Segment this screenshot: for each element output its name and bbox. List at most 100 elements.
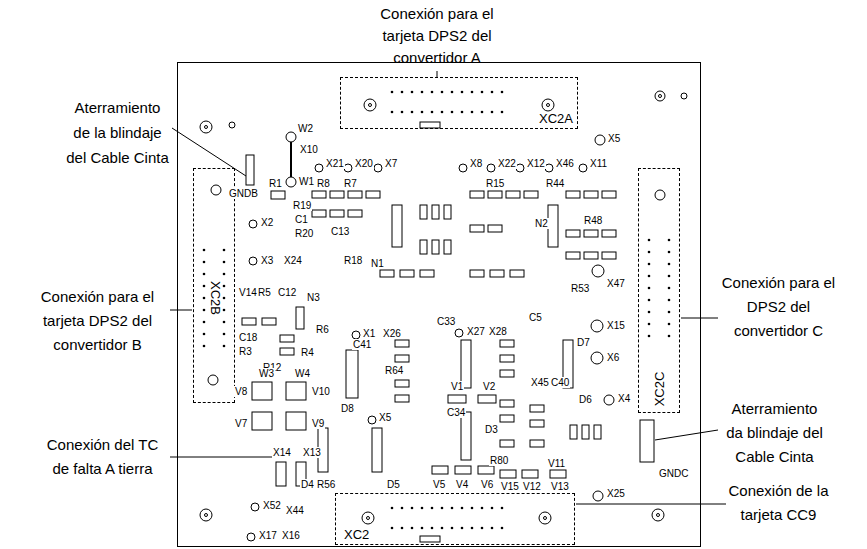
- test-points: [247, 132, 614, 541]
- component-label: X3: [260, 255, 274, 266]
- component-label: C34: [446, 407, 466, 418]
- component-label: D5: [386, 479, 401, 490]
- component-label: X45: [530, 377, 550, 388]
- component-label: W4: [294, 368, 311, 379]
- component-label: X15: [606, 320, 626, 331]
- component-label: V4: [455, 479, 469, 490]
- component-label: X5: [607, 133, 621, 144]
- callout-text: Aterramiento da blindaje del Cable Cinta: [722, 397, 827, 469]
- component-label: X8: [469, 158, 483, 169]
- component-label: R4: [300, 347, 315, 358]
- component-label: R18: [343, 255, 363, 266]
- component-label: V11: [547, 458, 566, 469]
- gndb-connector: [246, 155, 254, 185]
- component-label: W2: [297, 123, 314, 134]
- connector-pins: [203, 91, 671, 530]
- mounting-holes: [200, 91, 687, 524]
- component-label: R53: [570, 283, 590, 294]
- connector-outline: XC2A: [340, 77, 578, 129]
- connector-outline: XC2: [335, 493, 575, 545]
- component-label: V6: [480, 479, 494, 490]
- callout-text: Conexión de la tarjeta CC9: [716, 479, 841, 527]
- component-label: R20: [294, 228, 314, 239]
- component-label: W3: [258, 368, 275, 379]
- component-label: GNDB: [228, 188, 259, 199]
- component-label: V5: [432, 479, 446, 490]
- component-label: X13: [302, 447, 322, 458]
- component-label: R1: [268, 178, 283, 189]
- transistor-symbols: [252, 382, 654, 486]
- component-label: C5: [528, 312, 543, 323]
- component-label: R6: [315, 324, 330, 335]
- component-label: X1: [362, 328, 376, 339]
- component-label: V9: [311, 418, 325, 429]
- component-label: C18: [238, 332, 258, 343]
- component-label: X24: [283, 255, 303, 266]
- component-label: X47: [606, 278, 626, 289]
- connector-outline: XC2B: [193, 168, 235, 403]
- component-label: X5: [378, 412, 392, 423]
- ground-wire: [290, 142, 292, 177]
- component-label: D4: [300, 479, 315, 490]
- connector-name: XC2B: [208, 281, 222, 315]
- component-label: X25: [606, 488, 626, 499]
- component-label: C40: [550, 377, 570, 388]
- component-label: V10: [311, 386, 331, 397]
- callout-text: Aterramiento de la blindaje del Cable Ci…: [65, 95, 170, 170]
- callout-text: Conexión para el DPS2 del convertidor C: [711, 271, 846, 343]
- component-label: N3: [306, 292, 321, 303]
- component-label: C1: [294, 214, 309, 225]
- connector-name: XC2A: [539, 112, 573, 126]
- component-label: X14: [272, 447, 292, 458]
- component-label: C13: [330, 226, 350, 237]
- component-label: V7: [234, 418, 248, 429]
- component-label: C33: [436, 316, 456, 327]
- callout-text: Conexión del TC de falta A tierra: [40, 433, 165, 481]
- board-outline: [178, 63, 701, 547]
- component-label: X52: [262, 500, 282, 511]
- component-label: W1: [298, 176, 315, 187]
- component-label: X2: [260, 217, 274, 228]
- component-label: X27: [466, 326, 486, 337]
- component-label: D7: [576, 337, 591, 348]
- component-label: X22: [497, 158, 517, 169]
- component-label: V13: [550, 481, 570, 492]
- component-label: V1: [450, 381, 464, 392]
- callout-text: Conexión para el tarjeta DPS2 del conver…: [367, 3, 507, 69]
- component-label: R48: [583, 215, 603, 226]
- component-label: X11: [589, 158, 608, 169]
- connector-key: [420, 122, 440, 128]
- component-label: R64: [384, 365, 404, 376]
- component-label: D8: [340, 403, 355, 414]
- component-label: R5: [257, 287, 272, 298]
- connector-name: XC2C: [653, 371, 667, 406]
- resistor-symbols: [242, 191, 616, 447]
- component-label: V8: [234, 386, 248, 397]
- component-label: V15: [500, 481, 520, 492]
- component-label: X17: [258, 530, 278, 541]
- component-label: X26: [382, 328, 402, 339]
- component-label: R44: [545, 178, 565, 189]
- component-label: X7: [384, 158, 398, 169]
- component-label: X16: [281, 530, 301, 541]
- component-label: R56: [316, 479, 336, 490]
- component-label: X20: [354, 158, 374, 169]
- component-label: D3: [484, 424, 499, 435]
- leader-lines: [170, 71, 726, 504]
- component-label: X12: [526, 158, 546, 169]
- component-label: R3: [238, 346, 253, 357]
- component-label: X44: [285, 505, 305, 516]
- callout-text: Conexión para el tarjeta DPS2 del conver…: [30, 285, 165, 357]
- component-label: GNDC: [658, 468, 689, 479]
- component-label: V14: [238, 287, 258, 298]
- component-label: C12: [277, 287, 297, 298]
- component-label: R7: [343, 178, 358, 189]
- connector-name: XC2: [344, 528, 369, 542]
- connector-outline: XC2C: [638, 168, 680, 413]
- component-label: V2: [482, 381, 496, 392]
- component-label: R80: [489, 455, 509, 466]
- component-label: X4: [617, 393, 631, 404]
- component-label: X21: [325, 158, 345, 169]
- r1-resistor: [271, 191, 285, 199]
- ic-symbols: [296, 205, 573, 472]
